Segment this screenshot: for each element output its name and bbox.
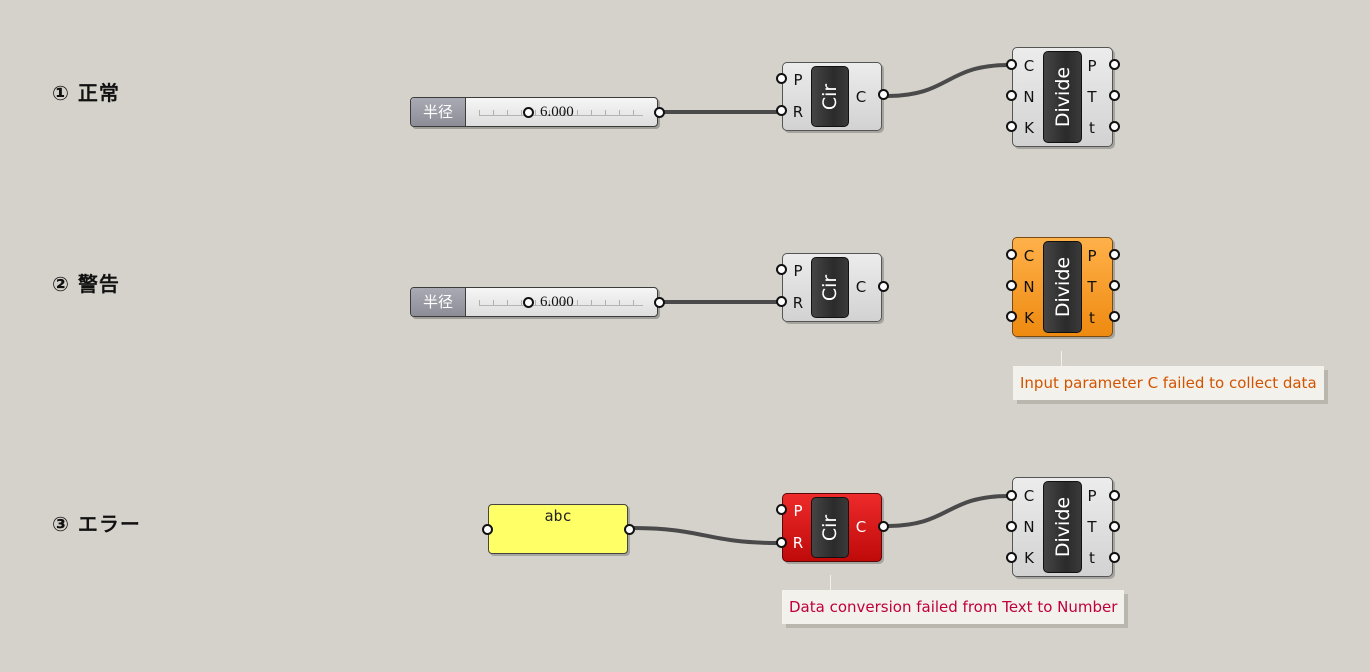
divide-input-k-grip[interactable] <box>1006 552 1017 563</box>
wire-circle-to-divide-1[interactable] <box>886 63 1010 98</box>
divide-output-p-grip[interactable] <box>1109 490 1120 501</box>
input-p-label: P <box>793 262 803 280</box>
panel-input-grip[interactable] <box>482 524 493 535</box>
divide-output-p-grip[interactable] <box>1109 59 1120 70</box>
circle-input-r-grip[interactable] <box>776 105 787 116</box>
divide-input-k-grip[interactable] <box>1006 121 1017 132</box>
component-nickname: Divide <box>1043 481 1082 573</box>
divide-input-c-grip[interactable] <box>1006 59 1017 70</box>
number-slider-radius-1[interactable]: 半径 6.000 <box>410 97 658 127</box>
number-slider-radius-2[interactable]: 半径 6.000 <box>410 287 658 317</box>
divide-component-1[interactable]: C N K Divide P T t <box>1012 47 1113 147</box>
output-t-lower-label: t <box>1089 309 1095 327</box>
divide-input-n-grip[interactable] <box>1006 521 1017 532</box>
text-panel[interactable]: abc <box>488 504 628 554</box>
panel-output-grip[interactable] <box>624 524 635 535</box>
circle-output-c-grip[interactable] <box>878 521 889 532</box>
balloon-tail <box>830 575 831 590</box>
output-t-label: T <box>1087 518 1097 536</box>
input-k-label: K <box>1024 309 1034 327</box>
circle-input-p-grip[interactable] <box>776 504 787 515</box>
circle-input-p-grip[interactable] <box>776 264 787 275</box>
row-label-error: ③ エラー <box>52 512 141 536</box>
slider-track[interactable] <box>479 295 643 306</box>
circle-component-3-error[interactable]: P R Cir C <box>782 493 882 562</box>
output-p-label: P <box>1087 57 1097 75</box>
output-t-label: T <box>1087 278 1097 296</box>
input-k-label: K <box>1024 119 1034 137</box>
input-r-label: R <box>792 534 804 552</box>
input-n-label: N <box>1023 88 1035 106</box>
slider-knob[interactable] <box>523 297 534 308</box>
divide-output-t-lower-grip[interactable] <box>1109 311 1120 322</box>
divide-input-n-grip[interactable] <box>1006 90 1017 101</box>
slider-name: 半径 <box>411 288 466 316</box>
output-p-label: P <box>1087 487 1097 505</box>
input-r-label: R <box>792 294 804 312</box>
divide-output-t-lower-grip[interactable] <box>1109 552 1120 563</box>
component-nickname: Cir <box>811 257 849 318</box>
output-p-label: P <box>1087 247 1097 265</box>
divide-input-c-grip[interactable] <box>1006 490 1017 501</box>
output-t-lower-label: t <box>1089 119 1095 137</box>
divide-output-t-grip[interactable] <box>1109 280 1120 291</box>
circle-input-r-grip[interactable] <box>776 537 787 548</box>
wire-panel-to-circle-3[interactable] <box>631 526 780 545</box>
circle-input-r-grip[interactable] <box>776 296 787 307</box>
divide-input-k-grip[interactable] <box>1006 311 1017 322</box>
circle-component-2[interactable]: P R Cir C <box>782 253 882 322</box>
output-t-label: T <box>1087 88 1097 106</box>
slider-output-grip[interactable] <box>654 297 665 308</box>
row-label-warning: ② 警告 <box>52 272 120 296</box>
component-nickname: Cir <box>811 66 849 127</box>
output-c-label: C <box>855 278 867 296</box>
divide-input-c-grip[interactable] <box>1006 249 1017 260</box>
slider-value: 6.000 <box>540 294 574 310</box>
circle-output-c-grip[interactable] <box>878 89 889 100</box>
component-nickname: Cir <box>811 497 849 558</box>
divide-output-t-grip[interactable] <box>1109 90 1120 101</box>
error-message: Data conversion failed from Text to Numb… <box>789 598 1118 616</box>
output-c-label: C <box>855 88 867 106</box>
slider-knob[interactable] <box>523 107 534 118</box>
input-c-label: C <box>1023 57 1035 75</box>
input-p-label: P <box>793 71 803 89</box>
slider-track[interactable] <box>479 105 643 116</box>
divide-component-3[interactable]: C N K Divide P T t <box>1012 477 1113 577</box>
divide-component-2-warning[interactable]: C N K Divide P T t <box>1012 237 1113 337</box>
slider-name: 半径 <box>411 98 466 126</box>
input-c-label: C <box>1023 487 1035 505</box>
slider-output-grip[interactable] <box>654 107 665 118</box>
warning-balloon: Input parameter C failed to collect data <box>1013 351 1324 400</box>
input-c-label: C <box>1023 247 1035 265</box>
error-balloon: Data conversion failed from Text to Numb… <box>782 575 1125 624</box>
component-nickname: Divide <box>1043 51 1082 143</box>
wire-circle-to-divide-3[interactable] <box>886 494 1010 528</box>
balloon-tail <box>1061 351 1062 366</box>
output-c-label: C <box>855 518 867 536</box>
input-n-label: N <box>1023 518 1035 536</box>
panel-text: abc <box>544 507 572 525</box>
input-n-label: N <box>1023 278 1035 296</box>
circle-output-c-grip[interactable] <box>878 281 889 292</box>
divide-output-t-grip[interactable] <box>1109 521 1120 532</box>
input-k-label: K <box>1024 549 1034 567</box>
input-r-label: R <box>792 103 804 121</box>
circle-input-p-grip[interactable] <box>776 73 787 84</box>
divide-output-p-grip[interactable] <box>1109 249 1120 260</box>
slider-value: 6.000 <box>540 104 574 120</box>
row-label-normal: ① 正常 <box>52 81 120 105</box>
input-p-label: P <box>793 502 803 520</box>
warning-message: Input parameter C failed to collect data <box>1020 374 1317 392</box>
divide-output-t-lower-grip[interactable] <box>1109 121 1120 132</box>
circle-component-1[interactable]: P R Cir C <box>782 62 882 131</box>
divide-input-n-grip[interactable] <box>1006 280 1017 291</box>
output-t-lower-label: t <box>1089 549 1095 567</box>
component-nickname: Divide <box>1043 241 1082 333</box>
